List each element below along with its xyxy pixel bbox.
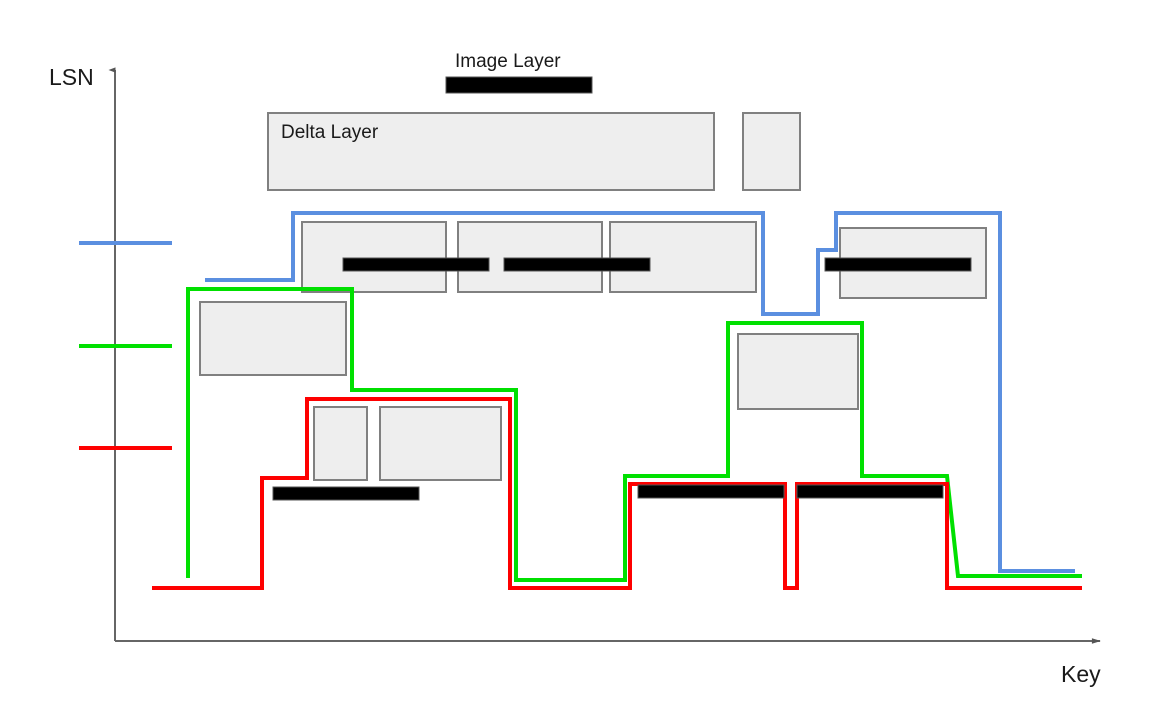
blue-bar-1	[342, 257, 490, 272]
blue-bar-2	[503, 257, 651, 272]
red-box-2	[379, 406, 502, 481]
red-bar-2	[637, 484, 785, 499]
blue-bar-3	[824, 257, 972, 272]
axes-group	[108, 67, 1101, 644]
step-lines-group	[152, 211, 1082, 590]
red-bar-3	[796, 484, 944, 499]
image-bars-group	[272, 76, 972, 501]
layer-boxes-group	[199, 112, 987, 481]
blue-box-1	[301, 221, 447, 293]
blue-box-2	[457, 221, 603, 293]
step-line-blue-step	[205, 211, 1075, 573]
delta-layer-box	[267, 112, 715, 191]
step-line-green-step	[186, 287, 1082, 582]
x-axis-label: Key	[1061, 661, 1101, 687]
image-layer-bar	[445, 76, 593, 94]
delta-layer-box-small	[742, 112, 801, 191]
ticks-group	[79, 241, 172, 450]
red-box-1	[313, 406, 368, 481]
image-layer-label: Image Layer	[455, 51, 561, 72]
blue-box-3	[609, 221, 757, 293]
delta-layer-label: Delta Layer	[281, 122, 379, 143]
green-box-1	[199, 301, 347, 376]
red-bar-1	[272, 486, 420, 501]
y-axis-label: LSN	[49, 64, 94, 90]
step-line-red-step	[152, 397, 1082, 590]
green-box-2	[737, 333, 859, 410]
